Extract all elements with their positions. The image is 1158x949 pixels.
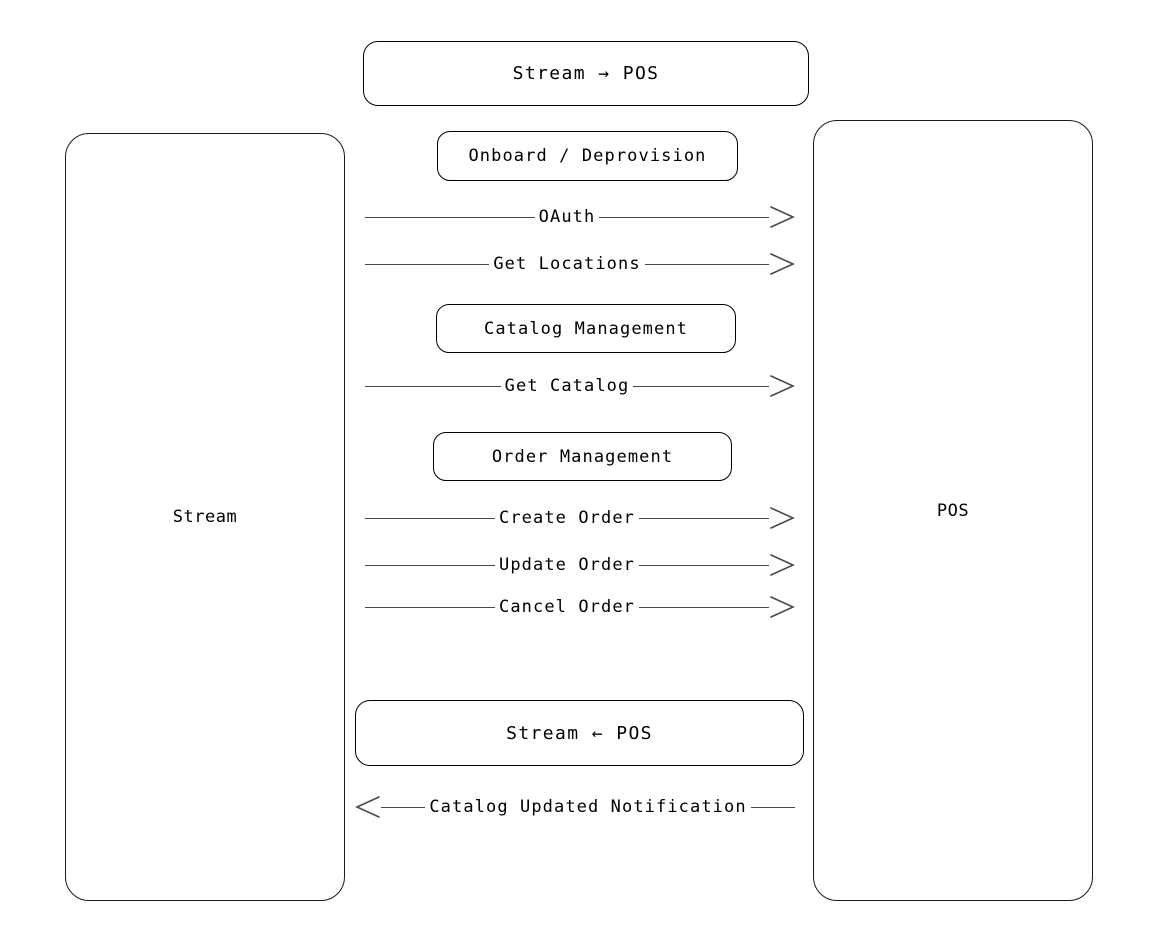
message-line-get-catalog xyxy=(365,385,501,387)
banner-pos-to-stream: Stream ← POS xyxy=(355,700,804,766)
message-line-update-order xyxy=(365,564,495,566)
arrowhead-right-icon xyxy=(769,594,795,620)
message-label-create-order: Create Order xyxy=(498,508,636,528)
arrowhead-right-icon xyxy=(769,251,795,277)
group-box-catalog-management: Catalog Management xyxy=(436,304,736,353)
message-label-catalog-updated-notification: Catalog Updated Notification xyxy=(429,797,747,817)
message-line-get-catalog-right xyxy=(633,385,769,387)
group-label-order-management: Order Management xyxy=(491,446,674,467)
message-line-get-locations xyxy=(365,263,490,265)
message-update-order: Update Order xyxy=(365,548,795,582)
group-box-onboard-deprovision: Onboard / Deprovision xyxy=(437,131,738,181)
message-line-update-order-right xyxy=(639,564,769,566)
message-get-catalog: Get Catalog xyxy=(365,369,795,403)
message-create-order: Create Order xyxy=(365,501,795,535)
arrowhead-left-icon xyxy=(355,794,381,820)
banner-stream-to-pos: Stream → POS xyxy=(363,41,809,106)
message-line-catalog-updated-right xyxy=(750,806,796,808)
participant-lifeline-pos: POS xyxy=(813,120,1093,901)
message-label-cancel-order: Cancel Order xyxy=(498,597,636,617)
message-label-oauth: OAuth xyxy=(538,207,596,227)
participant-lifeline-stream: Stream xyxy=(65,133,345,901)
message-get-locations: Get Locations xyxy=(365,247,795,281)
message-line-cancel-order xyxy=(365,606,495,608)
message-oauth: OAuth xyxy=(365,200,795,234)
message-line-cancel-order-right xyxy=(639,606,769,608)
group-label-catalog-management: Catalog Management xyxy=(483,318,689,339)
group-label-onboard-deprovision: Onboard / Deprovision xyxy=(468,146,707,166)
group-box-order-management: Order Management xyxy=(433,432,732,481)
arrowhead-right-icon xyxy=(769,373,795,399)
banner-label-pos-to-stream: Stream ← POS xyxy=(506,722,653,744)
message-label-get-catalog: Get Catalog xyxy=(504,376,630,396)
message-catalog-updated-notification: Catalog Updated Notification xyxy=(355,790,796,824)
message-line-catalog-updated-left xyxy=(381,806,426,808)
message-cancel-order: Cancel Order xyxy=(365,590,795,624)
message-label-get-locations: Get Locations xyxy=(493,254,641,274)
message-label-update-order: Update Order xyxy=(498,555,636,575)
arrowhead-right-icon xyxy=(769,552,795,578)
participant-label-stream: Stream xyxy=(172,507,238,527)
message-line-oauth-right xyxy=(599,216,769,218)
message-line-create-order-right xyxy=(639,517,769,519)
arrowhead-right-icon xyxy=(769,204,795,230)
arrowhead-right-icon xyxy=(769,505,795,531)
participant-label-pos: POS xyxy=(936,500,970,521)
message-line-oauth xyxy=(365,216,535,218)
banner-label-stream-to-pos: Stream → POS xyxy=(512,63,660,84)
message-line-create-order xyxy=(365,517,495,519)
message-line-get-locations-right xyxy=(644,263,770,265)
